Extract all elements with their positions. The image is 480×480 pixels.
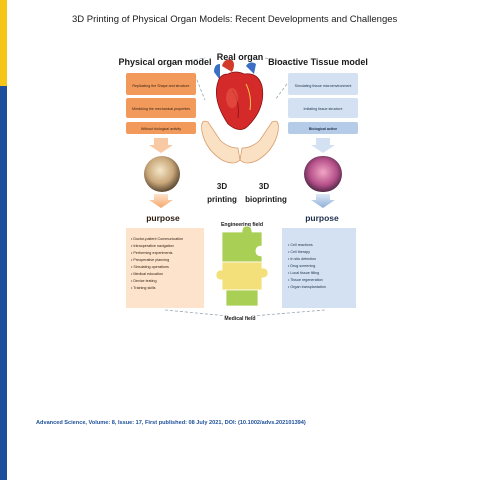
left-box-1: Replicating the Shape and structure — [132, 84, 189, 88]
right-purpose-label: purpose — [305, 213, 339, 223]
center-title: Real organ — [217, 52, 264, 62]
right-purpose-arrow — [311, 194, 335, 208]
left-purpose-item: • Device testing — [131, 279, 157, 283]
left-purpose-item: • Medical education — [131, 272, 163, 276]
accent-bar-blue — [0, 86, 7, 480]
left-purpose-list: • Doctor-patient Communication • Intraop… — [131, 237, 183, 290]
citation: Advanced Science, Volume: 8, Issue: 17, … — [36, 420, 306, 426]
right-feature-boxes: Simulating tissue microenvironment Imita… — [288, 73, 358, 134]
left-purpose-box — [126, 228, 204, 308]
right-box-3: Biological active — [309, 127, 337, 131]
heart-illustration — [214, 59, 264, 130]
left-feature-boxes: Replicating the Shape and structure Mimi… — [126, 73, 196, 134]
engineering-field-label: Engineering field — [221, 222, 263, 228]
hands-illustration — [201, 120, 279, 164]
bioactive-model-image — [304, 156, 342, 192]
right-title: Bioactive Tissue model — [268, 57, 368, 67]
right-purpose-item: • Local tissue filling — [288, 271, 319, 275]
label-printing: printing — [207, 195, 237, 204]
right-purpose-item: • Cell reactions — [288, 243, 313, 247]
medical-field-label: Medical field — [224, 316, 255, 322]
right-purpose-box — [282, 228, 356, 308]
right-purpose-item: • Drug screening — [288, 264, 315, 268]
right-purpose-item: • In situ detection — [288, 257, 316, 261]
left-box-3: Without biological activity — [141, 127, 181, 131]
right-purpose-list: • Cell reactions • Cell therapy • In sit… — [288, 243, 326, 289]
right-box-2: Imitating tissue structure — [304, 107, 343, 111]
left-down-arrow — [149, 138, 173, 153]
right-purpose-item: • Tissue regeneration — [288, 278, 323, 282]
left-purpose-item: • Simulating operations — [131, 265, 169, 269]
puzzle-pieces — [215, 225, 269, 307]
left-purpose-item: • Doctor-patient Communication — [131, 237, 183, 241]
physical-model-image — [144, 156, 180, 192]
left-purpose-item: • Training skills — [131, 286, 156, 290]
right-purpose-item: • Cell therapy — [288, 250, 310, 254]
label-3d-right: 3D — [259, 182, 269, 191]
left-purpose-arrow — [149, 194, 173, 208]
left-box-2: Mimicking the mechanical properties — [132, 107, 190, 111]
page-title: 3D Printing of Physical Organ Models: Re… — [72, 14, 398, 25]
left-purpose-item: • Performing experiments — [131, 251, 173, 255]
accent-bar-yellow — [0, 0, 7, 86]
label-bioprinting: bioprinting — [245, 195, 287, 204]
left-purpose-item: • Preoperative planning — [131, 258, 169, 262]
right-purpose-item: • Organ transplantation — [288, 285, 326, 289]
left-title: Physical organ model — [118, 57, 211, 67]
left-purpose-label: purpose — [146, 213, 180, 223]
left-purpose-item: • Intraoperative navigation — [131, 244, 174, 248]
right-box-1: Simulating tissue microenvironment — [295, 84, 352, 88]
right-down-arrow — [311, 138, 335, 153]
label-3d-left: 3D — [217, 182, 227, 191]
